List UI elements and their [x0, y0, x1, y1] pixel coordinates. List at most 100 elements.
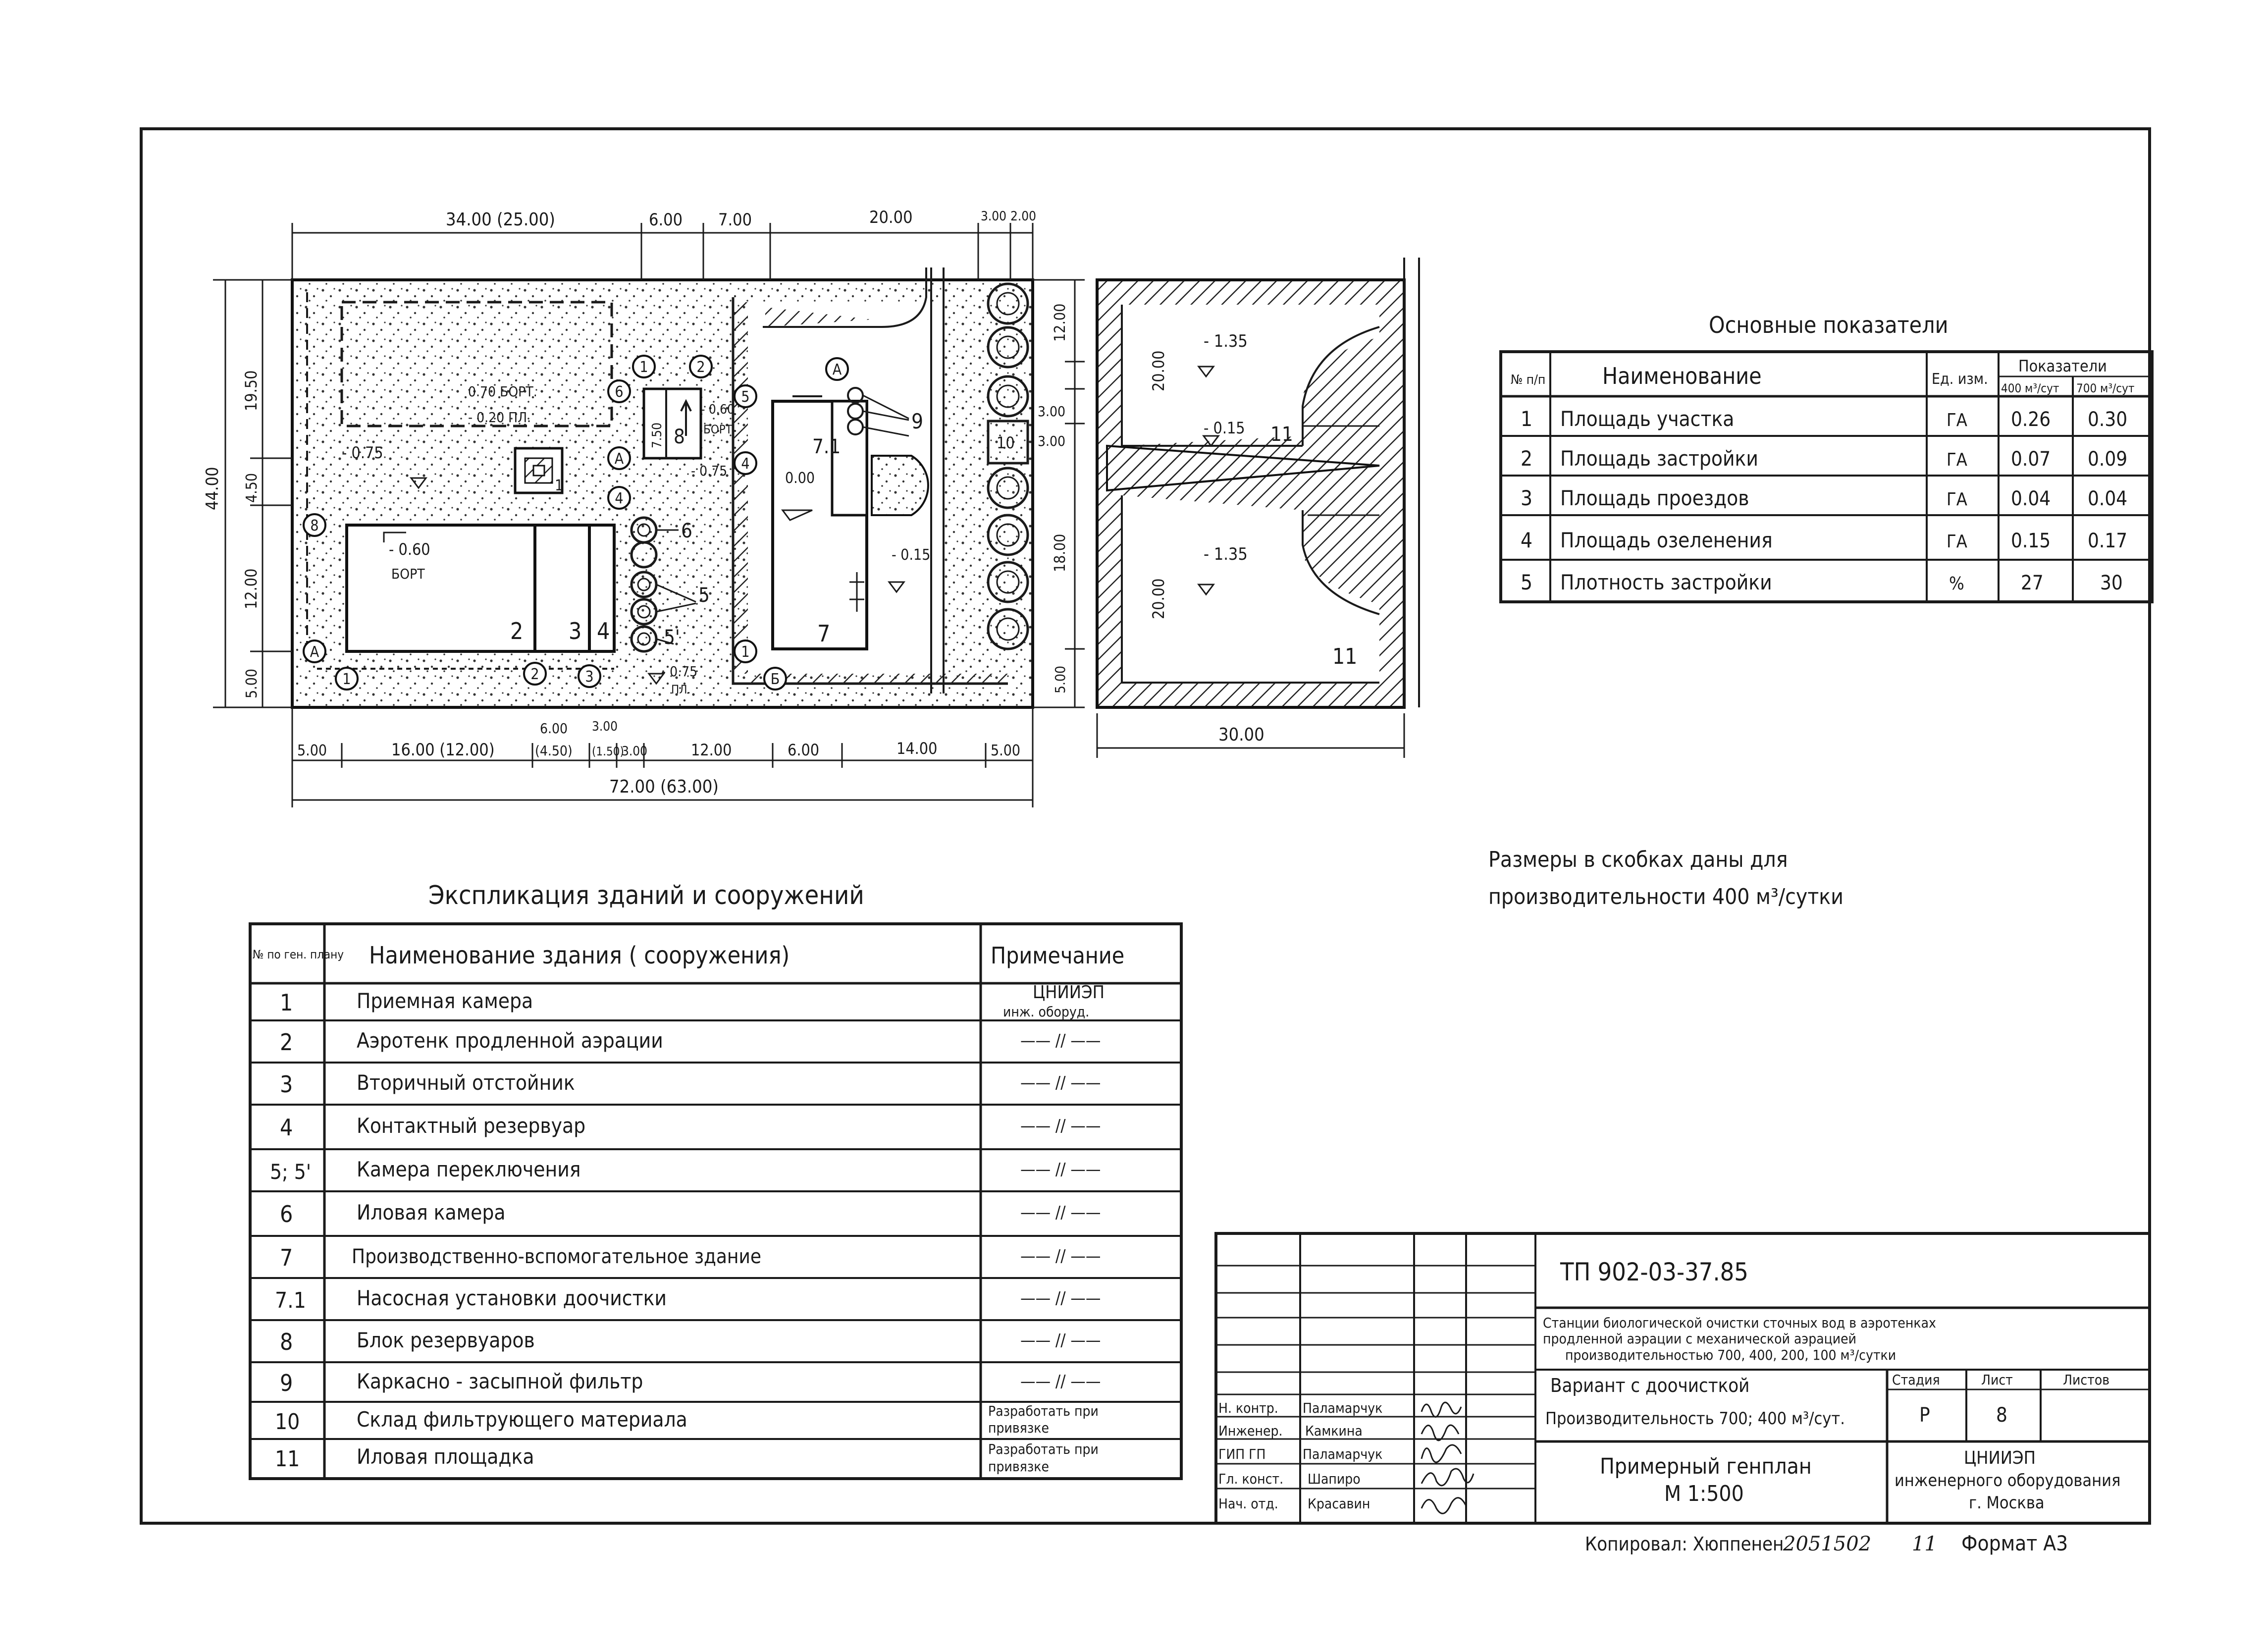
dim-b-12: 12.00 [691, 741, 732, 759]
ind-row-v400: 0.26 [2011, 408, 2051, 431]
elev-075-bot: - 0.75 [661, 663, 697, 680]
tb-name: Шапиро [1308, 1471, 1361, 1487]
expl-row-remark2: привязке [988, 1420, 1049, 1436]
ind-row-name: Плотность застройки [1560, 570, 1772, 594]
label-2: 2 [510, 618, 523, 644]
dim-34: 34.00 (25.00) [446, 210, 555, 230]
ind-row-unit: % [1949, 574, 1964, 594]
tb-sheet-title-1: Примерный генплан [1600, 1454, 1812, 1479]
elev-075-mid: - 0.75 [691, 463, 727, 479]
site-plan [213, 223, 1085, 807]
dim-2: 2.00 [1010, 209, 1036, 224]
tb-org-1: ЦНИИЭП [1964, 1448, 2036, 1468]
tb-name: Камкина [1305, 1423, 1363, 1439]
ind-h-group: Показатели [2018, 357, 2107, 375]
tb-sheet-title-2: М 1:500 [1664, 1481, 1744, 1506]
explication-rows: 1 Приемная камера ЦНИИЭП инж. оборуд. 2 … [270, 982, 1105, 1475]
expl-row-num: 11 [275, 1446, 300, 1472]
dim-b-150: (1.50) [592, 745, 624, 758]
expl-row-remark2: инж. оборуд. [1003, 1004, 1089, 1020]
indicators-rows: 1 Площадь участка ГА 0.26 0.30 2 Площадь… [1521, 407, 2127, 594]
indicators-table [1499, 350, 2154, 603]
tb-org-2: инженерного оборудования [1895, 1471, 2120, 1491]
expl-row-remark: —— // —— [1020, 1331, 1101, 1350]
dim-b-3a: 3.00 [592, 719, 618, 734]
tb-name: Паламарчук [1303, 1400, 1382, 1416]
ind-row-v700: 0.17 [2088, 530, 2127, 552]
expl-row-remark: —— // —— [1020, 1073, 1101, 1093]
elev-020: - 0.20 ПЛ. [468, 409, 531, 426]
ind-row-v400: 0.04 [2011, 487, 2051, 510]
dim-b-3b: 3.00 [622, 744, 647, 759]
ind-row-unit: ГА [1947, 489, 1967, 510]
expl-row-num: 6 [280, 1201, 293, 1227]
mark-5-right: 5 [741, 388, 749, 406]
expl-row-num: 5; 5' [270, 1160, 311, 1184]
expl-row-num: 4 [280, 1114, 293, 1141]
ind-row-v700: 0.04 [2088, 487, 2127, 510]
mark-8-left: 8 [310, 517, 318, 534]
expl-row-remark: ЦНИИЭП [1033, 982, 1105, 1003]
elev-070: 0.70 БОРТ. [468, 383, 537, 400]
ind-h-name: Наименование [1602, 363, 1762, 389]
filter-column [987, 282, 1029, 650]
expl-row-name: Склад фильтрующего материала [357, 1407, 687, 1432]
tb-sheet-h: Лист [1981, 1372, 2013, 1388]
expl-row-name: Камера переключения [357, 1157, 580, 1181]
dim-b-6b: 6.00 [788, 741, 819, 759]
copied-by: Копировал: Хюппенен [1585, 1533, 1784, 1555]
building-4 [588, 524, 616, 653]
ind-row-v400: 0.07 [2011, 448, 2051, 471]
tb-name: Красавин [1308, 1495, 1370, 1512]
label-10: 10 [997, 433, 1015, 452]
expl-row-name: Аэротенк продленной аэрации [357, 1028, 663, 1053]
reception-chamber [514, 447, 564, 494]
sludge-channel [1106, 444, 1380, 492]
sludge-platforms [1096, 258, 1420, 758]
dim-44: 44.00 [203, 467, 222, 510]
dim-r-12: 12.00 [1052, 304, 1069, 342]
label-4: 4 [597, 618, 610, 644]
explication-table [249, 922, 1183, 1480]
dim-r-3b: 3.00 [1038, 433, 1065, 449]
road-hatch-left [733, 302, 748, 674]
dim-6: 6.00 [649, 210, 683, 230]
expl-row-remark: —— // —— [1020, 1246, 1101, 1266]
tb-stage-h: Стадия [1892, 1372, 1940, 1388]
expl-row-remark: —— // —— [1020, 1031, 1101, 1051]
dim-20: 20.00 [869, 208, 913, 227]
ind-row-num: 2 [1521, 446, 1532, 471]
expl-row-remark: —— // —— [1020, 1116, 1101, 1136]
copied-number: 2051502 [1783, 1533, 1871, 1555]
plan-markers: 8 А 1 2 3 1 2 6 А 4 5 4 1 Б А [303, 355, 849, 691]
dim-line-bottom [292, 759, 1033, 801]
expl-row-name: Производственно-вспомогательное здание [352, 1245, 761, 1268]
ind-row-name: Площадь застройки [1560, 446, 1758, 471]
tb-org-3: г. Москва [1969, 1493, 2045, 1513]
dim-b-5b: 5.00 [991, 742, 1020, 759]
ind-row-v400: 0.15 [2011, 530, 2051, 552]
dim-72: 72.00 (63.00) [609, 777, 719, 797]
dim-b-6: 6.00 [540, 720, 568, 737]
format: Формат А3 [1961, 1531, 2068, 1555]
mark-2-top: 2 [696, 359, 705, 376]
bort-mid: БОРТ [703, 423, 733, 436]
mark-A-left: А [310, 643, 319, 661]
expl-h-name: Наименование здания ( сооружения) [369, 942, 790, 969]
mark-3-bottom: 3 [585, 668, 593, 686]
mark-4-right: 4 [741, 455, 749, 473]
indicators-title: Основные показатели [1709, 312, 1948, 338]
tb-project-2: продленной аэрации с механической аэраци… [1543, 1331, 1856, 1347]
expl-row-remark: —— // —— [1020, 1160, 1101, 1179]
expl-row-remark: —— // —— [1020, 1288, 1101, 1308]
sludge-dim-20-top: 20.00 [1149, 351, 1168, 391]
aerotank-area-dashed [340, 301, 613, 427]
dim-b-14: 14.00 [896, 739, 937, 758]
ind-row-num: 3 [1521, 486, 1532, 510]
note-line-2: производительности 400 м³/сутки [1488, 884, 1844, 909]
tb-name: Паламарчук [1303, 1446, 1382, 1462]
expl-row-num: 3 [280, 1071, 293, 1098]
mark-4-mid: 4 [615, 490, 623, 507]
